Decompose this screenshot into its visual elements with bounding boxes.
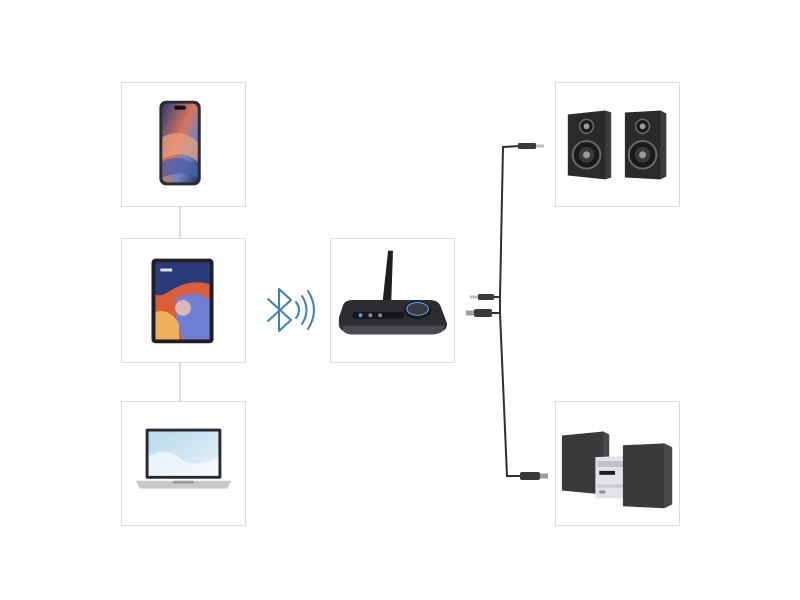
optical-connector-bottom [520, 472, 548, 480]
source-card-tablet [121, 238, 246, 363]
laptop-icon [135, 428, 232, 489]
hifi-stereo-system-icon [561, 431, 673, 509]
source-card-laptop [121, 401, 246, 526]
hub-card-bluetooth-transceiver [330, 238, 455, 363]
output-card-speakers [555, 82, 680, 207]
source-card-smartphone [121, 82, 246, 207]
smartphone-icon [159, 100, 201, 186]
bluetooth-icon [267, 288, 315, 332]
tablet-icon [151, 258, 214, 344]
aux-jack-connector-top [518, 143, 544, 149]
output-card-stereo-system [555, 401, 680, 526]
bluetooth-transmitter-receiver-icon [338, 250, 448, 335]
bookshelf-speakers-icon [567, 110, 667, 180]
aux-jack-connector-hub [470, 294, 494, 300]
optical-connector-hub [466, 309, 492, 317]
